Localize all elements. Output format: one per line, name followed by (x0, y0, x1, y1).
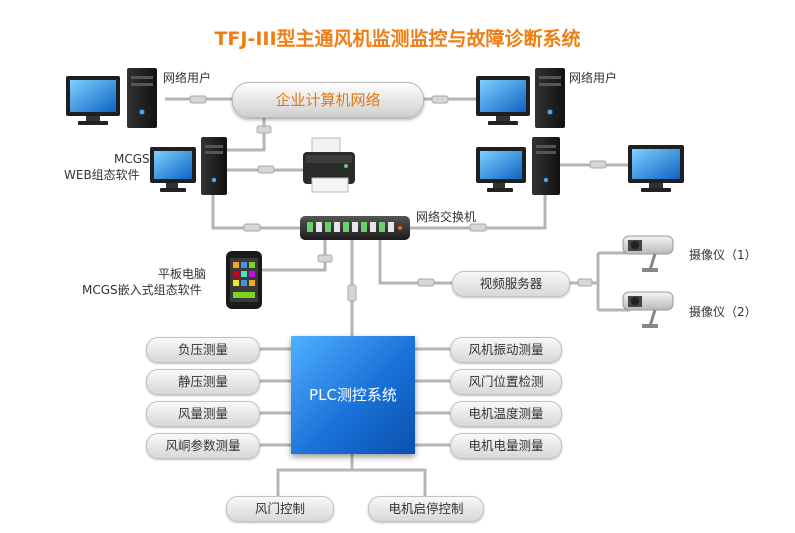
printer-icon (303, 137, 355, 193)
module-damper-position: 风门位置检测 (450, 369, 562, 395)
label-mcgs: MCGS (114, 152, 150, 166)
page-title: TFJ-III型主通风机监测监控与故障诊断系统 (214, 28, 581, 50)
label-embedded-config-software: MCGS嵌入式组态软件 (82, 283, 202, 297)
label-tablet: 平板电脑 (158, 267, 207, 281)
plc-control-system: PLC测控系统 (291, 336, 415, 454)
line-switch-video (378, 240, 452, 285)
module-negative-pressure: 负压测量 (146, 337, 260, 363)
camera-1-icon (622, 235, 674, 272)
video-server: 视频服务器 (452, 271, 570, 297)
module-static-pressure: 静压测量 (146, 369, 260, 395)
tablet-icon (226, 251, 262, 309)
label-network-switch: 网络交换机 (416, 210, 477, 224)
label-web-config-software: WEB组态软件 (64, 168, 140, 182)
module-motor-electrical: 电机电量测量 (450, 433, 562, 459)
line-right-pc-switch (410, 195, 547, 230)
module-motor-start-stop: 电机启停控制 (368, 496, 484, 522)
line-plc-bottom-right (352, 468, 427, 496)
connections (165, 97, 630, 496)
right-user-computer-icon (476, 68, 565, 128)
monitor-icon (628, 145, 684, 192)
camera-2-icon (622, 291, 674, 328)
mcgs-web-computer-icon (150, 137, 227, 195)
connector-plugs (189, 95, 607, 302)
line-plc-bottom-left (276, 454, 354, 496)
right-computer-icon (476, 137, 560, 195)
label-camera-2: 摄像仪（2） (689, 305, 757, 319)
label-network-user-left: 网络用户 (163, 71, 212, 85)
line-mcgs-switch (211, 195, 302, 230)
module-motor-temperature: 电机温度测量 (450, 401, 562, 427)
enterprise-network: 企业计算机网络 (232, 82, 424, 118)
module-damper-control: 风门控制 (226, 496, 334, 522)
line-switch-tablet (260, 240, 327, 272)
module-fan-vibration: 风机振动测量 (450, 337, 562, 363)
module-air-volume: 风量测量 (146, 401, 260, 427)
label-network-user-right: 网络用户 (569, 71, 618, 85)
left-user-computer-icon (66, 68, 157, 128)
module-airway-parameters: 风峒参数测量 (146, 433, 260, 459)
network-switch-icon (300, 216, 410, 240)
label-camera-1: 摄像仪（1） (689, 248, 757, 262)
